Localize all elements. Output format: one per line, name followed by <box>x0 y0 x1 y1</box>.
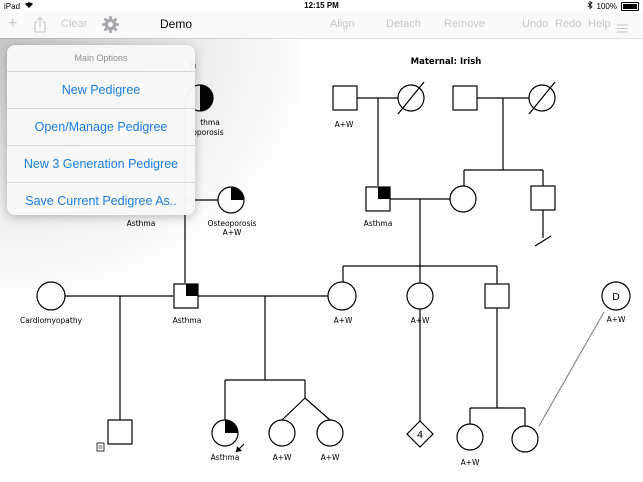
person-label: A+W <box>273 453 292 462</box>
person-label: Cardiomyopathy <box>20 316 83 325</box>
align-button[interactable]: Align <box>330 18 355 30</box>
pedigree-person-square[interactable] <box>365 186 391 212</box>
maternal-header: Maternal: Irish <box>411 57 482 67</box>
person-label: A+W <box>411 316 430 325</box>
detach-button[interactable]: Detach <box>386 18 421 30</box>
pedigree-person-square[interactable] <box>484 283 510 309</box>
status-time: 12:15 PM <box>304 1 339 10</box>
remove-button[interactable]: Remove <box>444 18 485 30</box>
status-bar: iPad 12:15 PM 100% <box>0 0 643 12</box>
menu-item-new-pedigree[interactable]: New Pedigree <box>7 72 195 109</box>
pedigree-person-circle[interactable] <box>406 282 434 310</box>
share-icon[interactable] <box>33 16 47 38</box>
menu-item-open-manage-pedigree[interactable]: Open/Manage Pedigree <box>7 109 195 146</box>
pedigree-person-circle[interactable] <box>511 425 539 453</box>
person-label: Asthma <box>364 219 393 228</box>
pedigree-person-square[interactable] <box>452 85 478 111</box>
pedigree-person-square[interactable] <box>173 283 199 309</box>
pedigree-donor-circle[interactable] <box>601 281 631 311</box>
undo-button[interactable]: Undo <box>522 18 549 30</box>
pedigree-person-circle[interactable] <box>327 281 357 311</box>
pedigree-person-square[interactable] <box>332 85 358 111</box>
person-label: A+W <box>321 453 340 462</box>
person-label: Asthma <box>173 316 202 325</box>
person-label: A+W <box>607 315 626 324</box>
menu-item-save-current-pedigree-as[interactable]: Save Current Pedigree As.. <box>25 194 177 208</box>
pedigree-person-square[interactable] <box>530 185 556 211</box>
person-label: thma <box>200 118 220 127</box>
pedigree-person-circle[interactable] <box>449 185 477 213</box>
pedigree-person-circle[interactable] <box>268 419 296 447</box>
page-title: Demo <box>160 17 193 31</box>
person-label: Asthma <box>127 219 156 228</box>
device-name: iPad <box>4 1 21 11</box>
gear-icon[interactable] <box>101 15 120 39</box>
proband-label: Asthma <box>211 453 240 462</box>
person-label: A+W <box>223 228 242 237</box>
pedigree-deceased-circle[interactable] <box>528 81 556 115</box>
battery-percent: 100% <box>596 1 617 11</box>
pedigree-person-circle[interactable] <box>316 419 344 447</box>
person-label: oporosis <box>192 128 223 137</box>
help-button[interactable]: Help <box>588 18 611 30</box>
person-label: A+W <box>334 316 353 325</box>
donor-line <box>538 311 605 427</box>
person-label: A+W <box>335 120 354 129</box>
donor-letter: D <box>612 292 620 303</box>
proband-arrow-icon <box>235 443 245 453</box>
redo-button[interactable]: Redo <box>555 18 582 30</box>
pedigree-person-circle[interactable] <box>36 281 66 311</box>
person-label: Osteoporosis <box>208 219 257 228</box>
menu-header: Main Options <box>7 45 195 72</box>
person-label: A+W <box>461 458 480 467</box>
proband-circle[interactable] <box>211 419 239 447</box>
wifi-icon <box>24 1 34 11</box>
clear-button[interactable]: Clear <box>61 18 88 30</box>
toolbar: + Clear Demo Align Detach Remove Undo Re… <box>0 12 643 39</box>
relationship-lines <box>65 97 552 426</box>
list-icon[interactable] <box>617 20 628 38</box>
pedigree-person-square[interactable] <box>107 419 133 445</box>
note-icon[interactable] <box>96 442 105 452</box>
bluetooth-icon <box>587 0 593 11</box>
menu-item-new-3-generation-pedigree[interactable]: New 3 Generation Pedigree <box>7 146 195 183</box>
diamond-count: 4 <box>417 430 423 441</box>
pedigree-person-circle[interactable] <box>456 423 484 451</box>
pedigree-deceased-circle[interactable] <box>397 81 425 115</box>
pedigree-diamond[interactable] <box>406 420 434 448</box>
pedigree-person-circle[interactable] <box>217 186 245 214</box>
main-options-menu: Main Options New Pedigree Open/Manage Pe… <box>7 45 195 215</box>
add-icon[interactable]: + <box>8 15 18 32</box>
battery-icon <box>621 1 639 11</box>
